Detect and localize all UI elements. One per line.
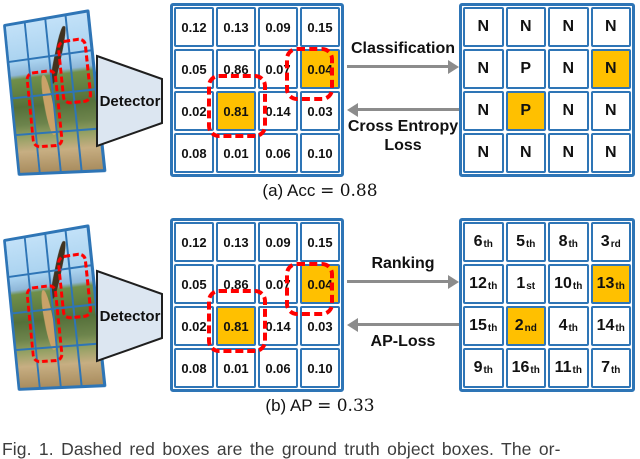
forward-arrow [347,275,459,289]
grid-cell: N [548,91,589,131]
input-image [2,224,107,391]
grid-cell: 0.12 [174,222,214,262]
arrowhead-icon [448,275,459,289]
arrow-shaft [347,280,448,283]
grid-cell: 0.09 [258,222,298,262]
grid-cell: 0.15 [300,7,340,47]
arrow-shaft [358,323,459,326]
grid-cell: 0.13 [216,222,256,262]
detector-label: Detector [99,92,161,110]
gt-box-on-scores-2 [285,262,334,316]
gt-box-on-scores-1 [207,74,267,138]
grid-cell: N [505,7,546,47]
grid-cell: N [463,49,504,89]
grid-cell: N [463,133,504,173]
subcaption-value: = 0.88 [320,181,378,201]
grid-cell: N [463,91,504,131]
loss-arrow-label: AP-Loss [330,332,476,351]
subcaption-prefix: (b) AP [265,396,313,415]
detector-trapezoid [96,269,163,363]
gt-box-on-scores-2 [285,47,334,101]
grid-cell: P [505,49,546,89]
gt-box-on-image-2 [56,251,93,320]
grid-cell: 0.81 [216,91,256,131]
grid-cell: N [590,49,631,89]
gt-box-on-scores-1 [207,289,267,353]
grid-cell: N [548,7,589,47]
grid-cell: 0.86 [216,264,256,304]
forward-arrow-label: Ranking [371,255,435,272]
arrowhead-icon [448,60,459,74]
loss-label-line1: Cross Entropy [347,118,459,135]
grid-cell: 0.10 [300,133,340,173]
grid-cell: 0.12 [174,7,214,47]
grid-cell: 0.10 [300,348,340,388]
arrow-shaft [347,65,448,68]
subcaption-a: (a) Acc = 0.88 [0,181,640,201]
grid-cell: 0.15 [300,222,340,262]
loss-arrow [347,318,459,332]
grid-cell: 0.08 [174,133,214,173]
grid-cell: N [590,133,631,173]
grid-cell: 0.01 [216,133,256,173]
forward-arrow [347,60,459,74]
grid-cell: 0.81 [216,306,256,346]
grid-cell: 0.09 [258,7,298,47]
grid-cell: 0.01 [216,348,256,388]
grid-cell: 0.05 [174,49,214,89]
input-image [2,9,107,176]
detector-trapezoid [96,54,163,148]
subcaption-value: = 0.33 [317,396,375,416]
grid-cell: 0.06 [258,348,298,388]
arrowhead-icon [347,103,358,117]
loss-label-line1: AP-Loss [370,333,436,350]
grid-cell: N [548,133,589,173]
gt-box-on-image-1 [25,68,65,149]
gt-box-on-image-2 [56,36,93,105]
figure-caption: Fig. 1. Dashed red boxes are the ground … [2,439,561,459]
subcaption-prefix: (a) Acc [262,181,316,200]
arrow-shaft [358,108,459,111]
loss-label-line2: Loss [384,137,422,154]
grid-cell: 0.08 [174,348,214,388]
loss-arrow-label: Cross Entropy Loss [330,117,476,155]
grid-cell: N [590,7,631,47]
grid-cell: 0.86 [216,49,256,89]
forward-arrow-label: Classification [350,40,456,57]
arrowhead-icon [347,318,358,332]
grid-cell: N [505,133,546,173]
grid-cell: P [505,91,546,131]
subcaption-b: (b) AP = 0.33 [0,396,640,416]
grid-cell: N [590,91,631,131]
loss-arrow [347,103,459,117]
grid-cell: N [463,7,504,47]
detector-label: Detector [99,307,161,325]
gt-box-on-image-1 [25,283,65,364]
grid-cell: 0.13 [216,7,256,47]
grid-cell: 0.06 [258,133,298,173]
grid-cell: N [548,49,589,89]
